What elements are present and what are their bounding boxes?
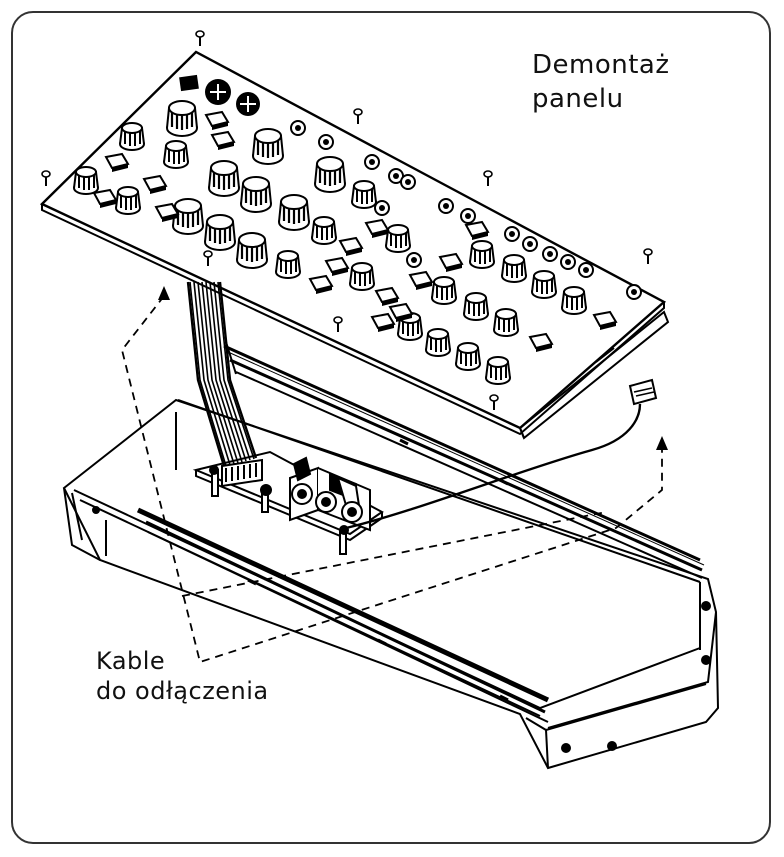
cables-to-disconnect-label: Kable do odłączenia <box>96 646 269 706</box>
cable-label-line-2: do odłączenia <box>96 677 269 705</box>
cable-label-line-1: Kable <box>96 647 166 675</box>
case-enclosure <box>62 341 720 770</box>
panel-removal-title: Demontaż panelu <box>532 48 670 116</box>
title-line-2: panelu <box>532 84 624 114</box>
arrow-heads <box>158 286 668 450</box>
assembly-path-dashed <box>121 295 663 664</box>
jack-board <box>192 450 384 555</box>
ribbon-cable <box>186 281 258 467</box>
title-line-1: Demontaż <box>532 50 670 80</box>
front-panel <box>39 30 670 440</box>
signal-cable <box>345 378 658 530</box>
